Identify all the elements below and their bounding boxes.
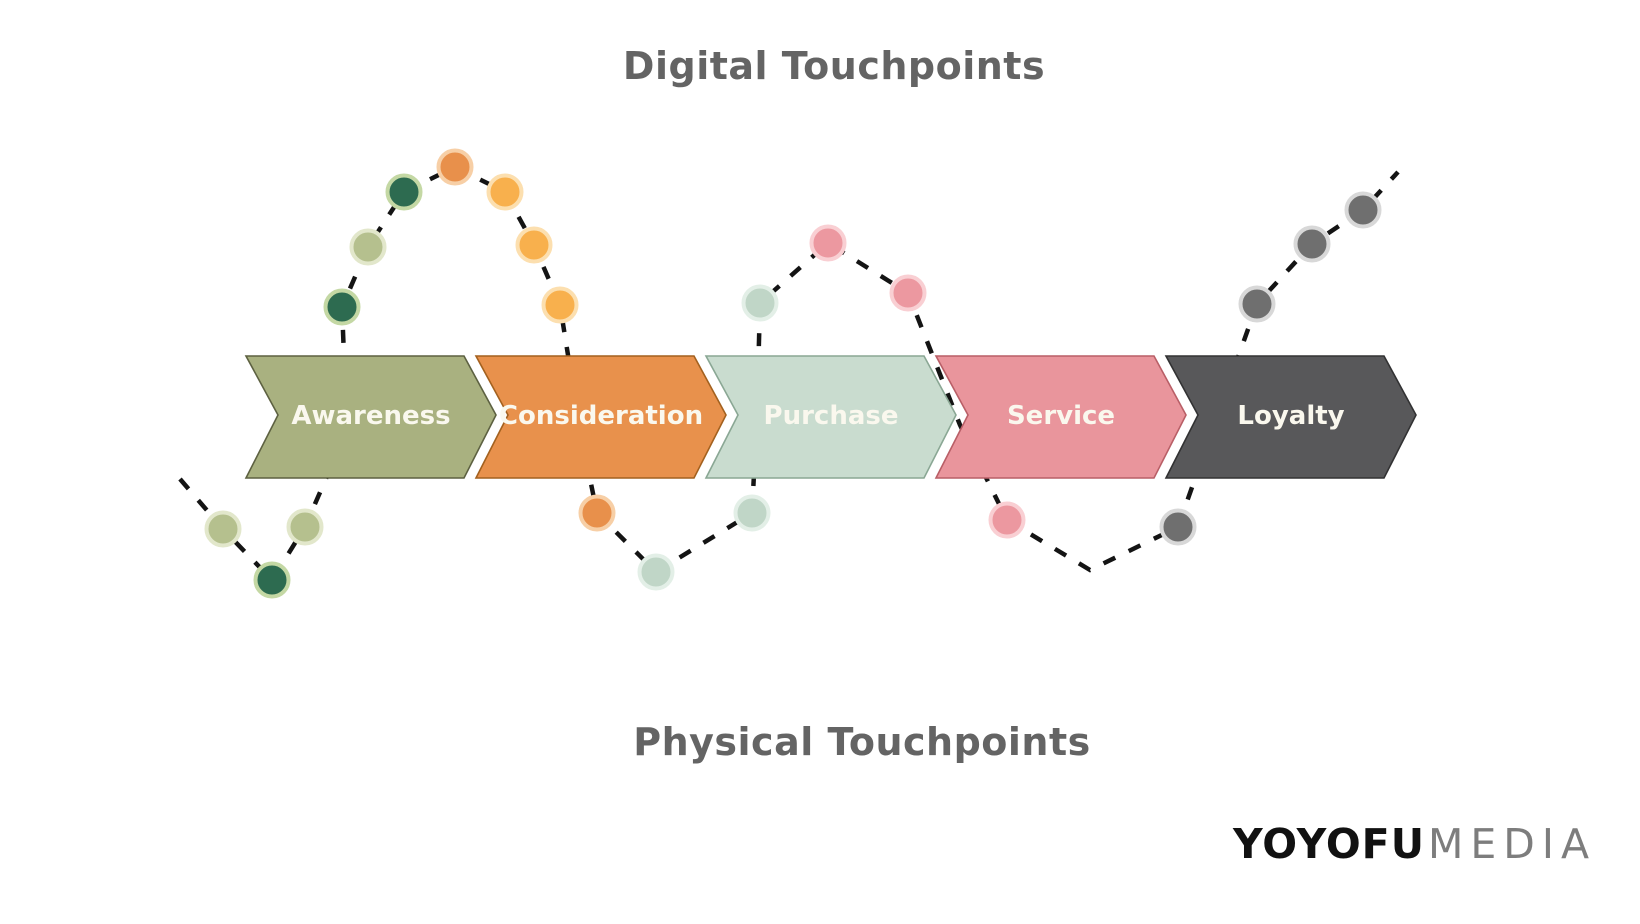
touchpoint-dot-mint [637, 553, 675, 591]
touchpoint-dot-sage [204, 510, 242, 548]
digital-touchpoints-title: Digital Touchpoints [622, 44, 1046, 88]
physical-touchpoints-title: Physical Touchpoints [633, 720, 1091, 764]
touchpoint-dot-pink [988, 501, 1026, 539]
touchpoint-dot-pink [889, 274, 927, 312]
touchpoint-dot-mint [741, 284, 779, 322]
stage-label-service: Service [1007, 401, 1115, 431]
journey-stage-consideration [474, 355, 727, 479]
touchpoint-dot-gray [1238, 285, 1276, 323]
stage-label-consideration: Consideration [499, 401, 703, 431]
logo-yoyofu: YOYOFU [1232, 820, 1425, 868]
brand-logo: YOYOFUMEDIA [1232, 820, 1596, 868]
journey-stage-service [934, 355, 1187, 479]
journey-stage-purchase [704, 355, 957, 479]
touchpoint-dot-dark-green [253, 561, 291, 599]
touchpoint-dot-gray [1344, 191, 1382, 229]
stage-label-loyalty: Loyalty [1237, 401, 1344, 431]
touchpoint-dot-pink [809, 224, 847, 262]
touchpoint-dot-amber [515, 226, 553, 264]
touchpoint-dot-dark-green [385, 173, 423, 211]
touchpoint-dot-sage [349, 228, 387, 266]
touchpoint-dot-gray [1293, 225, 1331, 263]
touchpoint-dot-mint [733, 494, 771, 532]
touchpoint-dot-orange [578, 494, 616, 532]
touchpoint-dot-sage [286, 508, 324, 546]
touchpoint-dot-dark-green [323, 288, 361, 326]
touchpoint-dot-orange [436, 148, 474, 186]
stage-label-purchase: Purchase [764, 401, 899, 431]
journey-stage-loyalty [1164, 355, 1417, 479]
touchpoint-dot-amber [486, 173, 524, 211]
journey-stage-awareness [244, 355, 497, 479]
stage-label-awareness: Awareness [291, 401, 450, 431]
touchpoint-dot-amber [541, 286, 579, 324]
touchpoint-dot-gray [1159, 508, 1197, 546]
logo-media: MEDIA [1428, 820, 1596, 868]
